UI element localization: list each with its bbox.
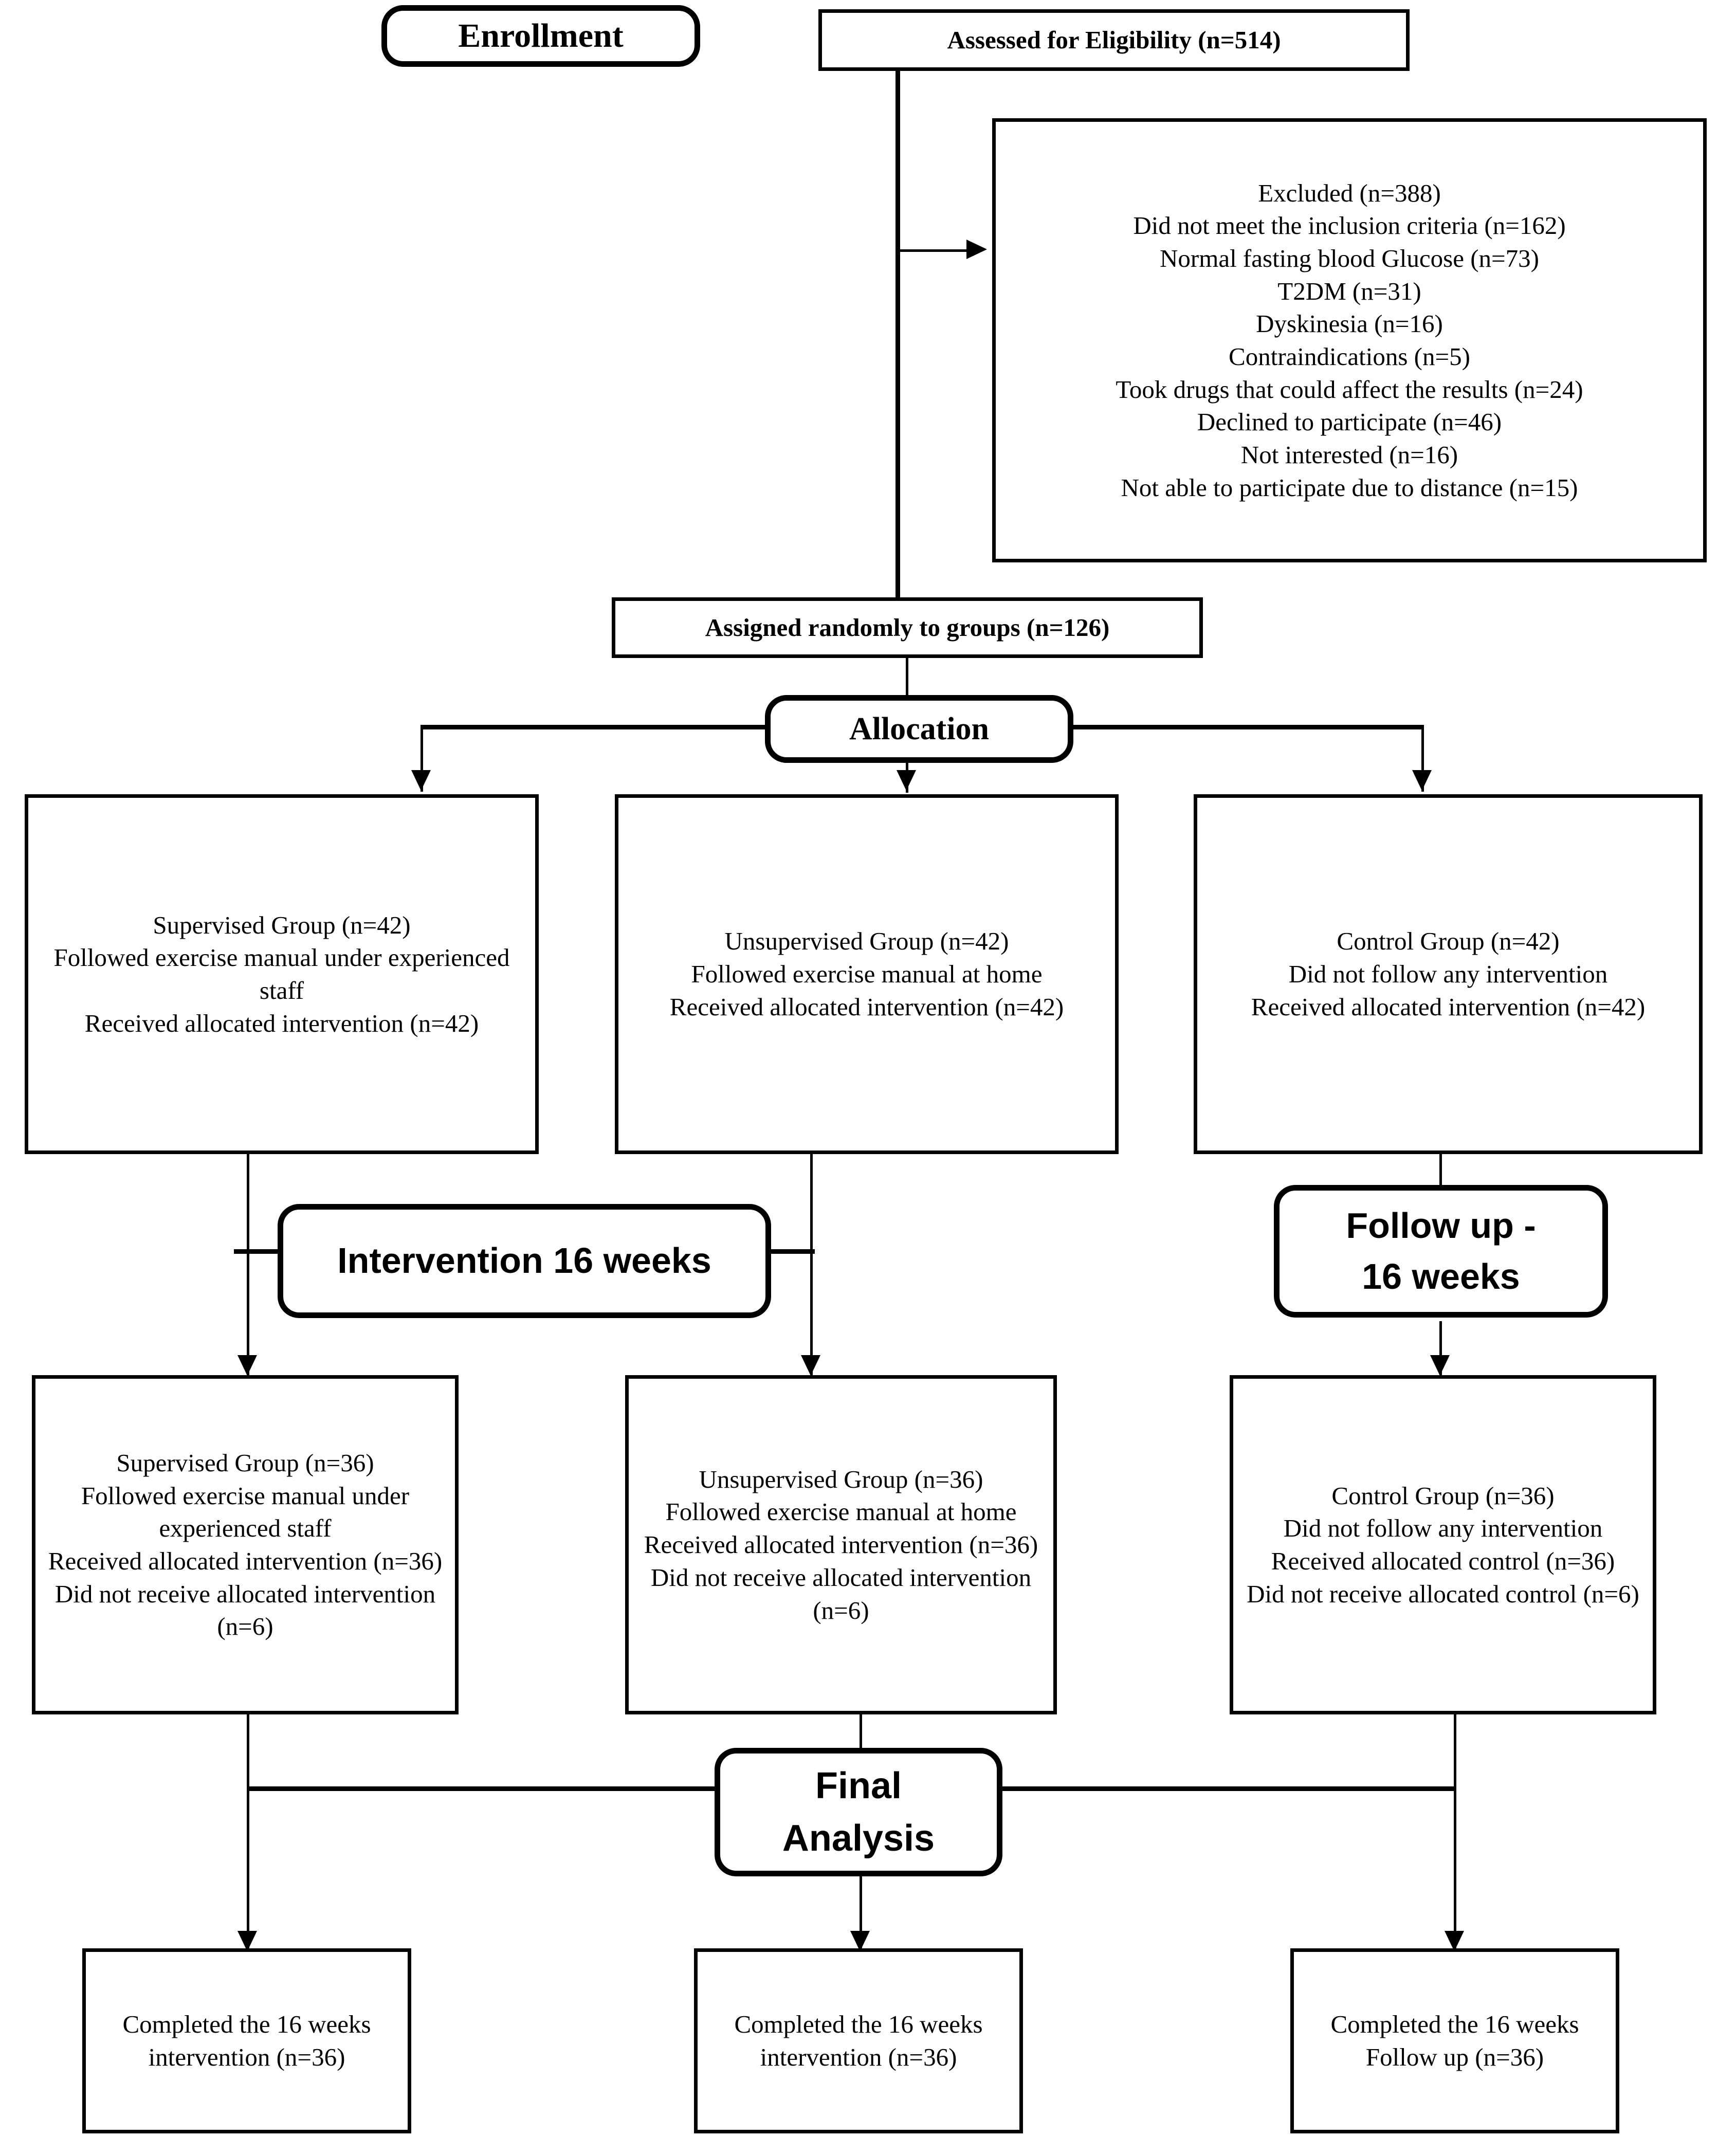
arrowhead-final-control (1445, 1931, 1464, 1951)
node-allocation-unsupervised-text: Unsupervised Group (n=42)Followed exerci… (669, 927, 1064, 1021)
connector-supervised-to-mid (247, 1154, 249, 1375)
node-mid-control: Control Group (n=36)Did not follow any i… (1230, 1375, 1656, 1714)
stage-label-enrollment-text: Enrollment (458, 17, 624, 54)
stage-label-followup: Follow up -16 weeks (1274, 1185, 1608, 1318)
stage-label-allocation: Allocation (765, 695, 1073, 763)
connector-control-to-followup (1439, 1154, 1442, 1185)
arrowhead-supervised-mid (237, 1355, 257, 1376)
stage-label-followup-text: Follow up -16 weeks (1346, 1205, 1536, 1296)
node-allocation-supervised: Supervised Group (n=42)Followed exercise… (25, 794, 539, 1154)
node-final-control-text: Completed the 16 weeks Follow up (n=36) (1330, 2010, 1579, 2071)
arrowhead-allocation-center (897, 770, 916, 791)
arrowhead-control-mid (1430, 1355, 1450, 1376)
connector-assigned-to-allocation (906, 658, 908, 699)
connector-mid-control-to-final (1454, 1714, 1456, 1951)
connector-allocation-drop-left (421, 725, 423, 792)
node-assigned-randomly: Assigned randomly to groups (n=126) (612, 597, 1203, 658)
node-allocation-unsupervised: Unsupervised Group (n=42)Followed exerci… (615, 794, 1119, 1154)
connector-mid-supervised-to-final (247, 1714, 249, 1951)
node-mid-supervised: Supervised Group (n=36)Followed exercise… (32, 1375, 459, 1714)
connector-intervention-tick-left (234, 1249, 280, 1254)
node-final-supervised: Completed the 16 weeks intervention (n=3… (82, 1948, 411, 2133)
arrowhead-unsupervised-mid (801, 1355, 820, 1376)
connector-allocation-rail-left (421, 725, 770, 729)
node-mid-control-text: Control Group (n=36)Did not follow any i… (1247, 1481, 1639, 1608)
node-mid-unsupervised: Unsupervised Group (n=36)Followed exerci… (625, 1375, 1057, 1714)
connector-unsupervised-to-mid (810, 1154, 813, 1375)
connector-final-rail-right (1000, 1786, 1456, 1791)
connector-allocation-drop-right (1421, 725, 1424, 792)
node-final-unsupervised: Completed the 16 weeks intervention (n=3… (694, 1948, 1023, 2133)
arrowhead-final-unsupervised (850, 1931, 870, 1951)
node-allocation-supervised-text: Supervised Group (n=42)Followed exercise… (53, 910, 510, 1037)
node-mid-supervised-text: Supervised Group (n=36)Followed exercise… (48, 1448, 443, 1641)
node-excluded-text: Excluded (n=388)Did not meet the inclusi… (1116, 178, 1583, 502)
node-assigned-randomly-text: Assigned randomly to groups (n=126) (705, 613, 1110, 642)
stage-label-intervention-text: Intervention 16 weeks (337, 1240, 711, 1281)
stage-label-allocation-text: Allocation (849, 711, 990, 746)
arrowhead-allocation-right (1412, 770, 1432, 791)
node-excluded: Excluded (n=388)Did not meet the inclusi… (992, 118, 1707, 562)
node-allocation-control: Control Group (n=42)Did not follow any i… (1194, 794, 1703, 1154)
stage-label-intervention: Intervention 16 weeks (278, 1204, 771, 1318)
connector-finalanalysis-to-final-unsupervised (860, 1876, 862, 1951)
node-assessed-for-eligibility-text: Assessed for Eligibility (n=514) (947, 26, 1281, 54)
arrowhead-allocation-left (411, 770, 431, 791)
node-mid-unsupervised-text: Unsupervised Group (n=36)Followed exerci… (644, 1465, 1038, 1624)
node-final-control: Completed the 16 weeks Follow up (n=36) (1290, 1948, 1619, 2133)
connector-mid-unsupervised-to-finalanalysis (860, 1714, 862, 1750)
node-final-supervised-text: Completed the 16 weeks intervention (n=3… (122, 2010, 371, 2071)
connector-followup-to-mid (1439, 1321, 1442, 1378)
connector-final-rail-left (247, 1786, 720, 1791)
connector-intervention-tick-right (769, 1249, 815, 1254)
stage-label-enrollment: Enrollment (381, 5, 700, 67)
connector-allocation-rail-right (1069, 725, 1424, 729)
arrowhead-to-excluded (966, 240, 987, 259)
connector-assessed-to-excluded (898, 249, 975, 252)
node-assessed-for-eligibility: Assessed for Eligibility (n=514) (818, 9, 1410, 71)
node-final-unsupervised-text: Completed the 16 weeks intervention (n=3… (734, 2010, 983, 2071)
arrowhead-final-supervised (237, 1931, 257, 1951)
connector-assessed-to-assigned (896, 71, 900, 597)
node-allocation-control-text: Control Group (n=42)Did not follow any i… (1251, 927, 1646, 1021)
